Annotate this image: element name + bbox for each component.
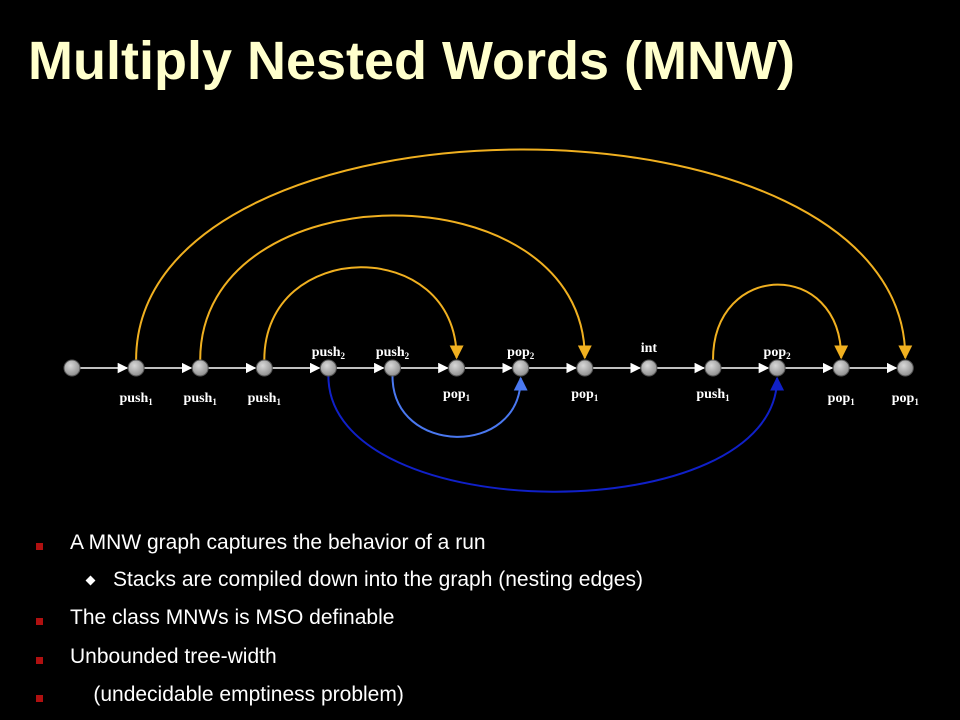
node-labels: push1 push1 push1 push2 push2 pop1 pop2 pop1 int… — [119, 341, 919, 407]
node-label: pop1 — [892, 391, 920, 407]
nesting-edge-stack1 — [199, 214, 592, 361]
graph-node — [255, 359, 273, 377]
graph-node — [512, 359, 530, 377]
nesting-edge-stack2 — [391, 375, 528, 438]
graph-node — [191, 359, 209, 377]
node-label: pop2 — [507, 345, 535, 361]
nesting-edge-stack2 — [327, 375, 785, 493]
graph-node — [832, 359, 850, 377]
graph-node — [448, 359, 466, 377]
graph-node — [576, 359, 594, 377]
graph-node — [319, 359, 337, 377]
graph-nodes — [63, 359, 914, 377]
node-label: pop1 — [571, 387, 599, 403]
node-label: push1 — [696, 387, 730, 403]
node-label: push1 — [248, 391, 282, 407]
node-label: pop1 — [828, 391, 856, 407]
node-label: pop2 — [764, 345, 792, 361]
graph-node — [63, 359, 81, 377]
node-label: push2 — [312, 345, 346, 361]
node-label: push2 — [376, 345, 410, 361]
nesting-edge-stack1 — [712, 283, 849, 361]
node-label: push1 — [119, 391, 153, 407]
graph-node — [768, 359, 786, 377]
nesting-edges — [135, 148, 913, 493]
nesting-edge-stack1 — [135, 148, 913, 361]
graph-node — [704, 359, 722, 377]
graph-node — [640, 359, 658, 377]
node-label: pop1 — [443, 387, 471, 403]
page-title: Multiply Nested Words (MNW) — [28, 31, 795, 91]
node-label: push1 — [184, 391, 218, 407]
graph-node — [384, 359, 401, 377]
graph-node — [127, 359, 145, 377]
graph-node — [896, 359, 914, 377]
node-label: int — [641, 341, 658, 356]
nesting-edge-stack1 — [263, 266, 464, 361]
